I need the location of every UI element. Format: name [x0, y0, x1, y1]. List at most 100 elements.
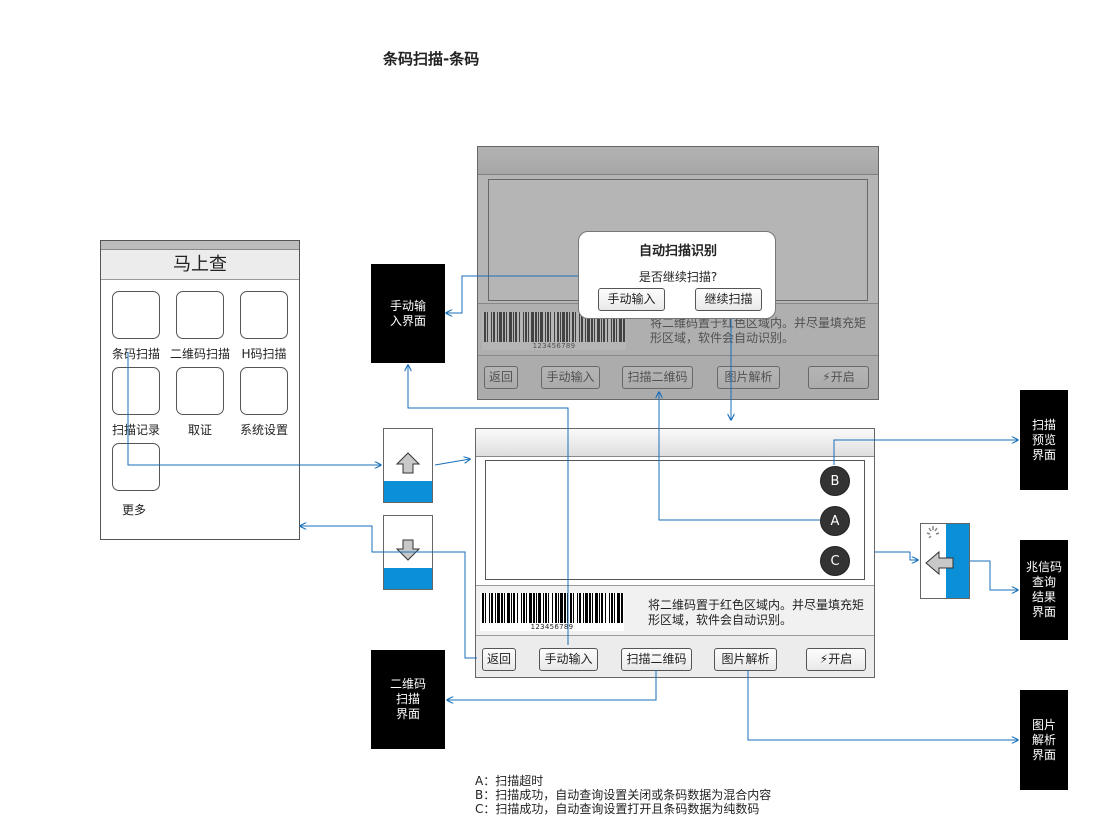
- note-a: A：扫描超时: [475, 774, 544, 788]
- dialog-title: 自动扫描识别: [638, 244, 717, 259]
- transition-push-up: [383, 428, 433, 503]
- app-tile-settings[interactable]: [240, 367, 288, 415]
- target-line: 界面: [395, 707, 420, 721]
- app-label-more: 更多: [121, 503, 146, 517]
- dialog-message: 是否继续扫描?: [638, 270, 718, 284]
- transition-blue-block: [946, 524, 969, 598]
- line-success-result: [875, 551, 918, 560]
- barcode-bar: [511, 593, 512, 623]
- target-line: 手动输: [389, 298, 426, 313]
- target-line: 界面: [1031, 447, 1056, 462]
- barcode-bar: [609, 593, 610, 623]
- barcode-bar: [543, 593, 544, 623]
- home-screen: 马上查 条码扫描 二维码扫描 H码扫描 扫描记录 取证 系统设置 更多: [100, 240, 300, 540]
- lightning-icon: ⚡: [819, 652, 829, 666]
- line-success-preview: [833, 440, 1018, 465]
- barcode-bar: [485, 593, 486, 623]
- barcode-bar: [570, 593, 572, 623]
- barcode-bar: [548, 593, 549, 623]
- app-tile-evidence[interactable]: [176, 367, 224, 415]
- barcode-bars: [482, 593, 623, 623]
- barcode-bar: [501, 593, 503, 623]
- barcode-bar: [497, 593, 500, 623]
- barcode-bar: [545, 593, 547, 623]
- flash-button[interactable]: ⚡开启: [806, 648, 866, 671]
- barcode-bar: [611, 593, 613, 623]
- app-title: 马上查: [101, 250, 299, 280]
- line-push-to-screen: [434, 459, 470, 466]
- target-line: 结果: [1031, 590, 1056, 604]
- dialog-manual-button[interactable]: 手动输入: [598, 288, 665, 311]
- target-line: 解析: [1031, 732, 1056, 747]
- barcode-bar: [614, 593, 615, 623]
- transition-blue-block: [384, 568, 432, 589]
- page-title: 条码扫描-条码: [383, 50, 480, 68]
- app-label-evidence: 取证: [187, 423, 212, 437]
- barcode-bar: [538, 593, 541, 623]
- barcode-bar: [526, 593, 527, 623]
- auto-scan-dialog: 自动扫描识别 是否继续扫描? 手动输入 继续扫描: [578, 231, 776, 319]
- app-label-barcode: 条码扫描: [111, 347, 160, 361]
- arrow-down-icon: [395, 539, 421, 561]
- transition-blue-block: [384, 481, 432, 502]
- transition-slide-left: [920, 523, 970, 599]
- manual-input-button[interactable]: 手动输入: [539, 648, 598, 671]
- app-tile-hcode[interactable]: [240, 291, 288, 339]
- barcode-bar: [491, 593, 493, 623]
- status-bar: [101, 241, 299, 250]
- barcode-bar: [489, 593, 490, 623]
- marker-b: B: [820, 466, 850, 496]
- barcode-bar: [523, 593, 525, 623]
- bottom-bar: 返回 手动输入 扫描二维码 图片解析 ⚡开启: [476, 635, 874, 677]
- barcode-bar: [495, 593, 496, 623]
- marker-c: C: [820, 546, 850, 576]
- target-line: 兆信码: [1025, 560, 1062, 574]
- barcode-bar: [595, 593, 598, 623]
- barcode-bar: [577, 593, 578, 623]
- target-line: 二维码: [389, 677, 426, 691]
- barcode-bar: [536, 593, 537, 623]
- target-line: 预览: [1031, 432, 1056, 447]
- target-qr-scan: 二维码扫描界面: [371, 650, 445, 749]
- image-parse-button[interactable]: 图片解析: [714, 648, 777, 671]
- barcode-bar: [507, 593, 510, 623]
- barcode-bar: [583, 593, 584, 623]
- back-button[interactable]: 返回: [482, 648, 516, 671]
- barcode-bar: [605, 593, 606, 623]
- app-tile-qrcode[interactable]: [176, 291, 224, 339]
- barcode-bar: [617, 593, 620, 623]
- scan-qrcode-button[interactable]: 扫描二维码: [621, 648, 692, 671]
- loading-and-left-arrow-icon: [925, 526, 954, 576]
- barcode-bar: [504, 593, 505, 623]
- app-label-hcode: H码扫描: [241, 347, 287, 361]
- barcode-bar: [585, 593, 588, 623]
- barcode-bar: [533, 593, 535, 623]
- line-manual-to-target: [408, 365, 569, 645]
- line-timeout-to-dialog: [659, 392, 820, 521]
- barcode-bar: [521, 593, 522, 623]
- barcode-image: 123456789: [480, 593, 624, 631]
- app-tile-barcode[interactable]: [112, 291, 160, 339]
- barcode-bar: [599, 593, 600, 623]
- barcode-bar: [552, 593, 553, 623]
- barcode-bar: [621, 593, 623, 623]
- app-label-qrcode: 二维码扫描: [169, 347, 230, 361]
- app-tile-history[interactable]: [112, 367, 160, 415]
- target-line: 图片: [1031, 717, 1056, 732]
- app-label-settings: 系统设置: [239, 423, 288, 437]
- barcode-bar: [555, 593, 557, 623]
- line-qr-to-target: [447, 670, 657, 700]
- barcode-bar: [579, 593, 581, 623]
- app-tile-more[interactable]: [112, 443, 160, 491]
- barcode-bar: [529, 593, 532, 623]
- target-line: 查询: [1031, 575, 1056, 589]
- barcode-bar: [573, 593, 574, 623]
- barcode-bar: [558, 593, 559, 623]
- flash-label: 开启: [828, 652, 853, 666]
- target-line: 入界面: [389, 313, 426, 328]
- scan-header: [476, 429, 874, 457]
- note-c: C：扫描成功，自动查询设置打开且条码数据为纯数码: [475, 802, 760, 816]
- dialog-continue-button[interactable]: 继续扫描: [695, 288, 762, 311]
- line-barcode-to-push: [127, 352, 381, 465]
